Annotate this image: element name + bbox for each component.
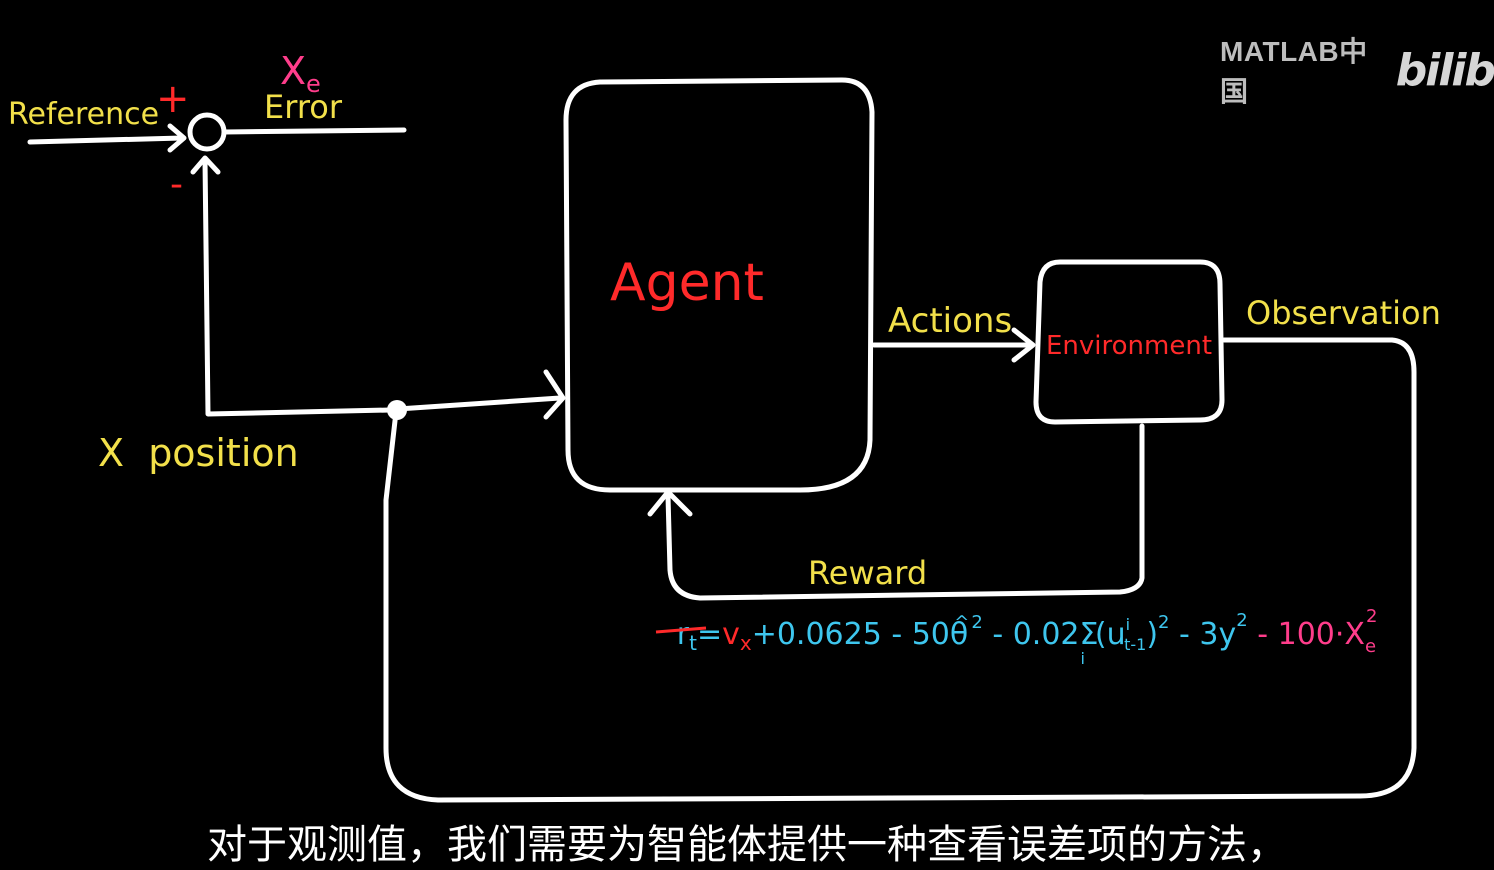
reward-arrowhead xyxy=(647,489,693,517)
eq-lhs-subscript: t xyxy=(689,631,697,655)
eq-xe-sub: e xyxy=(1365,636,1376,657)
feedback-arrowhead xyxy=(190,155,221,175)
agent-box xyxy=(563,77,875,493)
eq-cyan-terms: +0.0625 - 50 xyxy=(752,617,950,652)
x-position-label: X position xyxy=(98,431,299,475)
eq-xe-exp: 2 xyxy=(1366,606,1377,627)
eq-paren-open: (u xyxy=(1095,617,1126,652)
observation-line xyxy=(383,337,1417,803)
error-symbol-subscript: e xyxy=(306,70,321,98)
eq-u-sup: i xyxy=(1126,615,1130,634)
eq-strike-line xyxy=(655,626,707,634)
actions-arrowhead xyxy=(1011,327,1036,363)
watermark: MATLAB中国 bilib xyxy=(1220,30,1494,110)
eq-sigma-sub: i xyxy=(1080,649,1084,668)
error-symbol-main: X xyxy=(280,49,306,93)
summing-junction xyxy=(187,112,227,152)
environment-box xyxy=(1033,259,1225,425)
eq-paren-close: ) xyxy=(1146,617,1158,652)
eq-u-sub: t-1 xyxy=(1124,635,1146,654)
eq-y-exp: 2 xyxy=(1236,610,1247,631)
eq-minus-sum: - 0.02 xyxy=(983,617,1080,652)
eq-y-term: - 3y xyxy=(1170,617,1237,652)
eq-struck-subscript: x xyxy=(740,631,752,655)
eq-struck-term: v xyxy=(722,617,740,652)
reference-label: Reference xyxy=(8,97,159,132)
eq-pink-terms: - 100·X xyxy=(1248,617,1365,652)
reference-line xyxy=(27,135,185,145)
eq-paren-exp: 2 xyxy=(1158,612,1169,633)
environment-label: Environment xyxy=(1046,331,1212,361)
feedback-line xyxy=(202,157,393,417)
actions-label: Actions xyxy=(888,301,1012,341)
observation-label: Observation xyxy=(1246,294,1441,332)
reward-line xyxy=(665,423,1145,601)
eq-equals: = xyxy=(697,617,722,652)
split-point xyxy=(387,400,407,420)
subtitle: 对于观测值，我们需要为智能体提供一种查看误差项的方法， xyxy=(207,822,1287,868)
eq-theta: θ xyxy=(950,617,968,652)
reference-arrowhead xyxy=(167,123,187,153)
watermark-text: MATLAB中国 xyxy=(1220,36,1368,107)
bilibili-logo: bilib xyxy=(1395,44,1494,96)
eq-theta-hat: ^ xyxy=(954,612,969,633)
eq-theta-exp: 2 xyxy=(971,612,982,633)
x-position-line xyxy=(395,395,563,412)
plus-sign: + xyxy=(156,76,190,122)
error-symbol: Xe xyxy=(280,49,321,98)
error-label: Error xyxy=(264,88,343,126)
minus-sign: - xyxy=(170,164,183,205)
agent-input-arrowhead xyxy=(543,369,566,420)
agent-label: Agent xyxy=(610,253,764,313)
reward-label: Reward xyxy=(808,554,927,592)
eq-lhs: r xyxy=(677,617,690,652)
error-line xyxy=(221,127,407,135)
eq-sigma: Σ xyxy=(1080,617,1099,652)
